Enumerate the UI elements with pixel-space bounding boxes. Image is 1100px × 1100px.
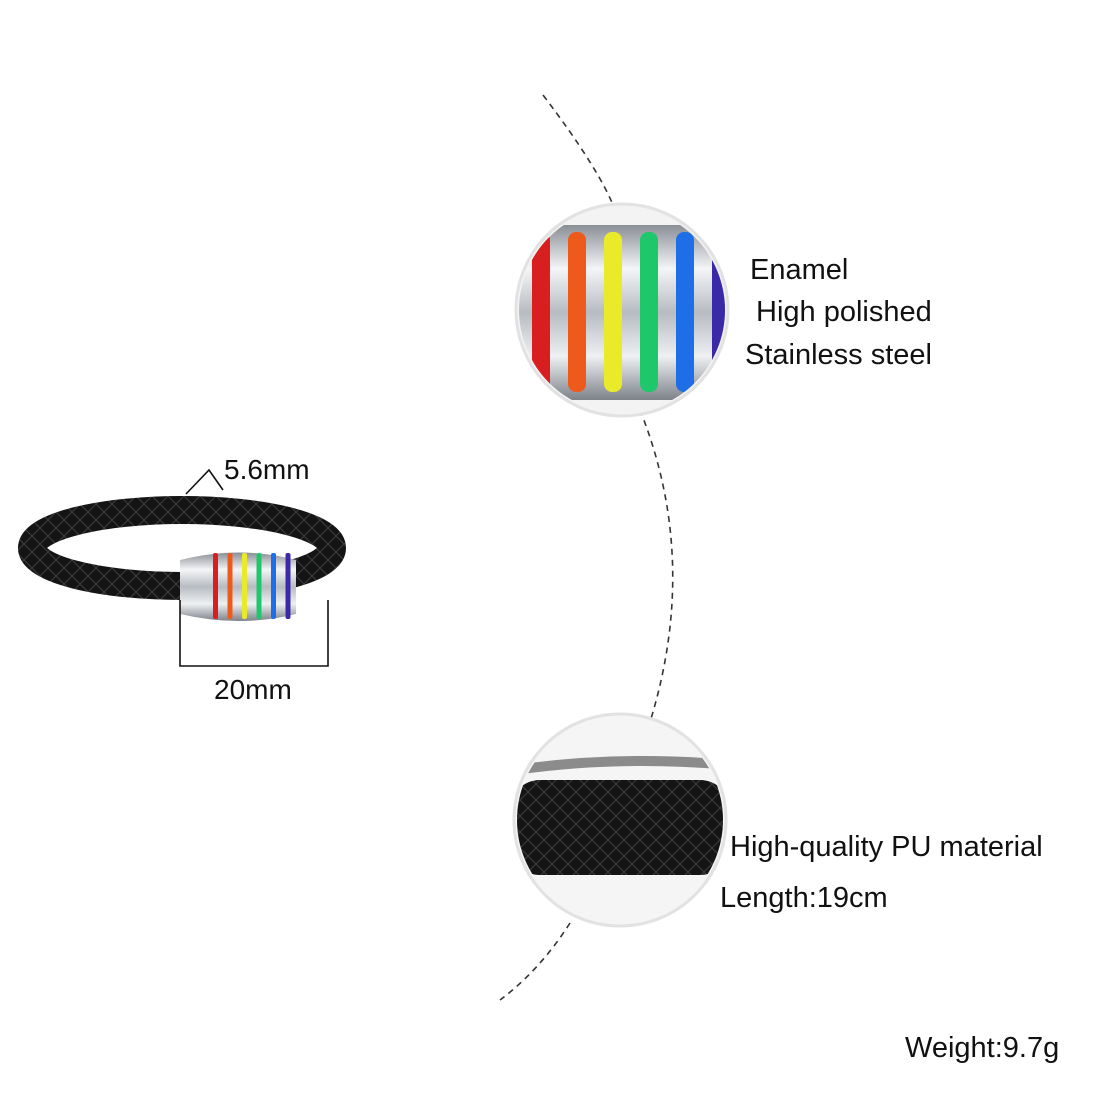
enamel-stripe: [532, 232, 550, 392]
clasp-stripe: [256, 553, 262, 619]
clasp-stripe: [213, 553, 218, 619]
cord-width-marker: [185, 468, 224, 495]
high-polished-label: High polished: [756, 296, 932, 328]
length-label: Length:19cm: [720, 882, 888, 914]
enamel-label: Enamel: [750, 254, 849, 286]
clasp-length-label: 20mm: [214, 674, 292, 705]
clasp: [180, 552, 296, 621]
enamel-stripe: [604, 232, 622, 392]
cord-width-label: 5.6mm: [224, 454, 310, 485]
dashed-connector: [499, 94, 674, 1001]
stainless-steel-label: Stainless steel: [745, 339, 932, 371]
clasp-stripe: [285, 553, 291, 619]
clasp-detail-circle: [514, 202, 730, 418]
clasp-stripe: [271, 553, 276, 619]
clasp-length-marker: [179, 600, 329, 667]
clasp-stripe: [242, 553, 247, 619]
enamel-stripe: [568, 232, 586, 392]
clasp-stripe: [227, 553, 233, 619]
bracelet: [18, 496, 346, 621]
cord-detail-circle: [512, 712, 728, 928]
weight-label: Weight:9.7g: [905, 1032, 1060, 1064]
enamel-stripe: [676, 232, 694, 392]
material-label: High-quality PU material: [730, 831, 1043, 863]
enamel-stripe: [640, 232, 658, 392]
